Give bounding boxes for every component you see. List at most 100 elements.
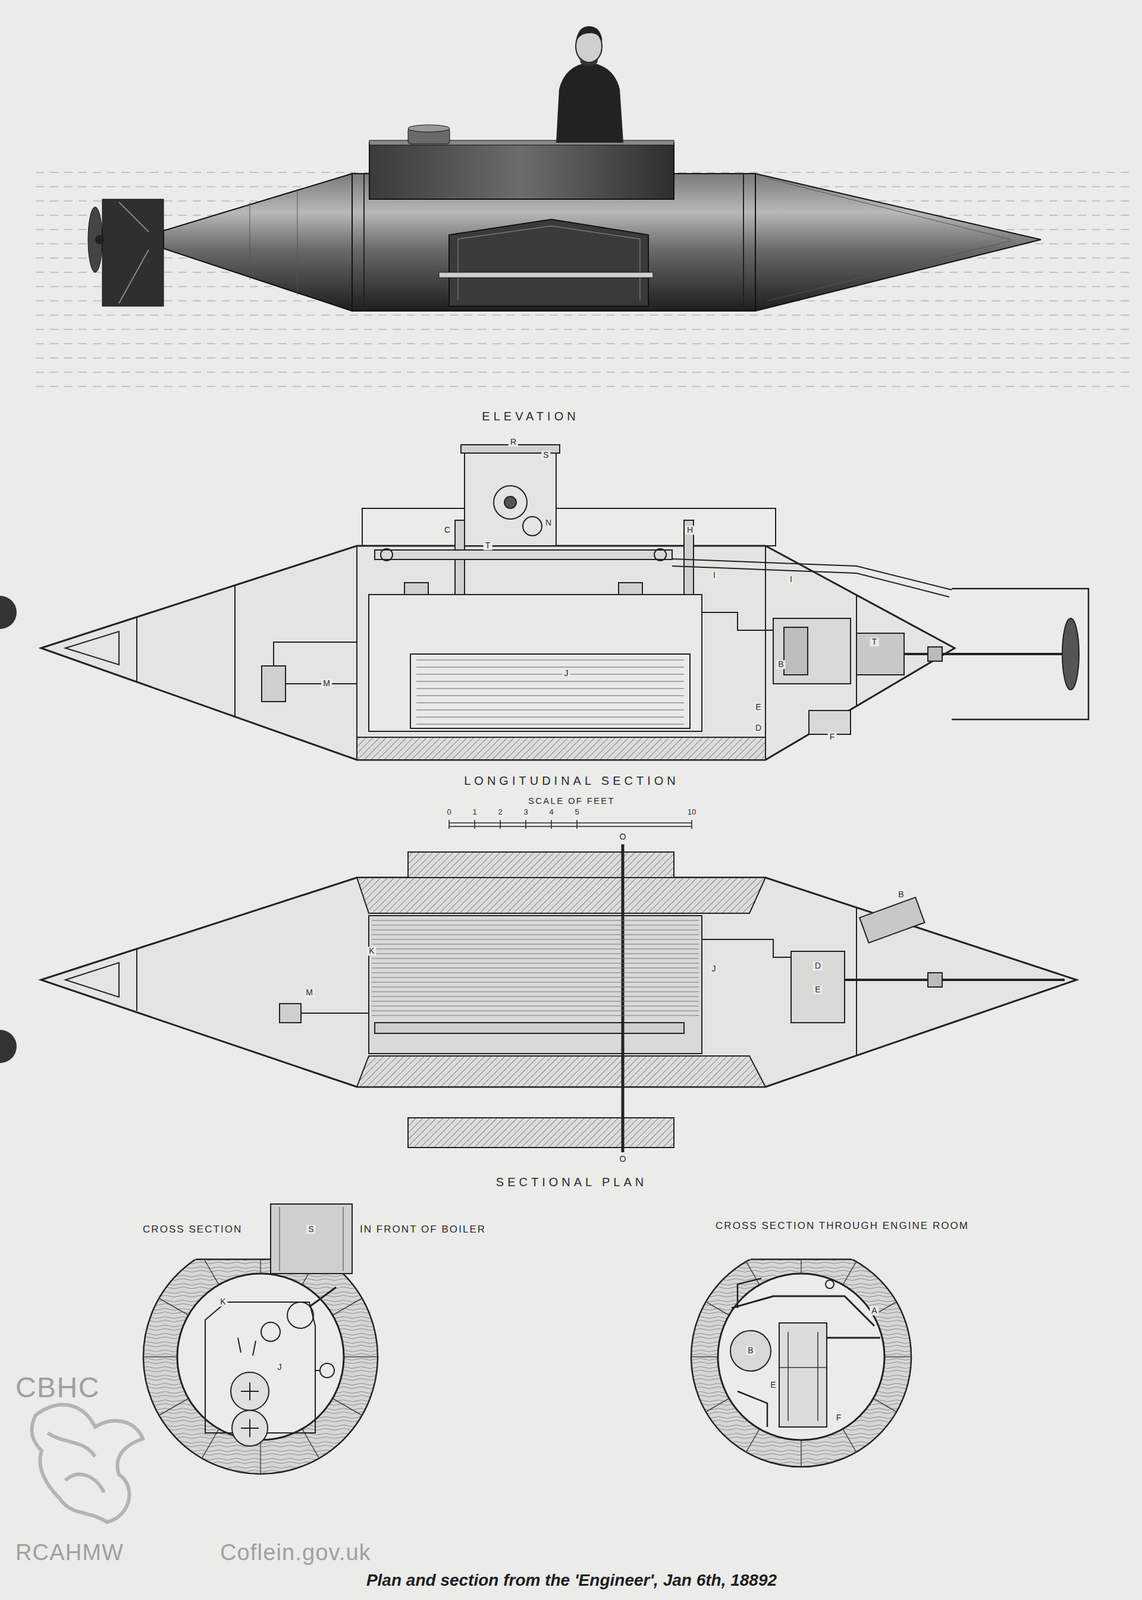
sectional-plan bbox=[701, 939, 792, 958]
cross-section-engine bbox=[731, 1296, 881, 1339]
callout-letter: D bbox=[753, 723, 764, 733]
sectional-plan bbox=[65, 962, 119, 998]
cross-section-boiler bbox=[158, 1398, 188, 1417]
elevation-hull bbox=[457, 226, 640, 301]
water-line bbox=[35, 358, 1131, 359]
sectional-plan bbox=[41, 877, 1077, 1088]
elevation-hull bbox=[249, 189, 298, 296]
longitudinal-section bbox=[1062, 618, 1079, 690]
elevation-hull bbox=[755, 173, 1041, 312]
cross-section-boiler bbox=[158, 1299, 188, 1317]
boiler-tube bbox=[371, 968, 699, 969]
sectional-plan bbox=[859, 897, 925, 943]
boiler-tube bbox=[410, 654, 690, 729]
longitudinal-section bbox=[672, 559, 952, 591]
callout-letter: E bbox=[768, 1381, 778, 1391]
boiler-tube bbox=[371, 935, 699, 936]
sectional-plan bbox=[927, 973, 943, 988]
longitudinal-section bbox=[261, 666, 286, 702]
callout-letter: O bbox=[617, 1155, 629, 1165]
watermark: RCAHMW bbox=[15, 1541, 124, 1567]
cross-section-boiler bbox=[343, 1356, 378, 1358]
cross-section-engine bbox=[842, 1262, 857, 1286]
boiler-tube bbox=[371, 992, 699, 993]
boiler-tube bbox=[371, 963, 699, 965]
boiler-tube bbox=[371, 949, 699, 950]
cross-section-boiler bbox=[319, 1363, 335, 1379]
scale-bar bbox=[576, 820, 578, 830]
sectional-plan bbox=[356, 877, 766, 914]
man-figure bbox=[575, 26, 603, 42]
section-title: SECTIONAL PLAN bbox=[493, 1175, 650, 1190]
section-title: IN FRONT OF BOILER bbox=[358, 1224, 488, 1236]
longitudinal-section bbox=[362, 508, 776, 547]
boiler-tube bbox=[416, 716, 685, 718]
callout-letter: F bbox=[827, 732, 837, 742]
boiler-tube bbox=[371, 954, 699, 955]
callout-letter: E bbox=[753, 703, 763, 712]
cross-section-boiler bbox=[270, 1204, 353, 1275]
scale-number: 1 bbox=[471, 808, 478, 817]
scale-bar bbox=[449, 820, 692, 830]
longitudinal-section bbox=[273, 642, 357, 685]
cross-section-boiler bbox=[143, 1356, 178, 1358]
elevation-hull bbox=[369, 142, 674, 200]
boiler-tube bbox=[410, 654, 690, 729]
punch-hole bbox=[0, 595, 17, 630]
scale-bar bbox=[691, 820, 693, 830]
longitudinal-section bbox=[493, 485, 527, 520]
callout-letter: M bbox=[303, 988, 315, 998]
cross-section-engine bbox=[746, 1429, 761, 1453]
boiler-tube bbox=[416, 702, 685, 704]
scale-bar bbox=[448, 820, 450, 830]
cross-section-engine bbox=[842, 1429, 857, 1453]
cross-section-boiler bbox=[143, 1259, 378, 1475]
cross-section-boiler bbox=[202, 1259, 220, 1286]
elevation-hull bbox=[163, 173, 353, 312]
sectional-plan bbox=[408, 1118, 674, 1148]
punch-hole bbox=[0, 1030, 17, 1064]
longitudinal-section bbox=[808, 710, 851, 735]
boiler-tube bbox=[371, 973, 699, 974]
longitudinal-section bbox=[672, 566, 950, 598]
boiler-tube bbox=[416, 673, 685, 675]
callout-letter: D bbox=[813, 961, 823, 971]
callout-letter: K bbox=[218, 1297, 228, 1307]
sectional-plan bbox=[136, 949, 138, 1012]
boiler-tube bbox=[371, 982, 699, 984]
sectional-plan bbox=[621, 844, 625, 1153]
scale-bar bbox=[474, 820, 476, 830]
callout-letter: B bbox=[896, 890, 906, 900]
callout-letter: I bbox=[788, 575, 795, 585]
cross-section-engine bbox=[706, 1398, 730, 1413]
callout-letter: H bbox=[685, 525, 695, 535]
boiler-tube bbox=[416, 688, 685, 689]
cross-section-boiler bbox=[240, 1382, 259, 1438]
cross-section-engine bbox=[737, 1278, 768, 1428]
scale-number: 5 bbox=[573, 808, 580, 817]
boiler-tube bbox=[371, 996, 699, 998]
section-title: CROSS SECTION bbox=[140, 1224, 244, 1236]
boiler-tube bbox=[371, 1001, 699, 1003]
callout-letter: S bbox=[306, 1225, 316, 1235]
longitudinal-section bbox=[856, 633, 905, 676]
cross-section-engine bbox=[779, 1323, 827, 1428]
cross-section-engine bbox=[779, 1332, 827, 1422]
longitudinal-section bbox=[234, 585, 236, 717]
cross-section-boiler bbox=[143, 1259, 378, 1475]
longitudinal-section bbox=[464, 452, 557, 547]
boiler-tube bbox=[371, 958, 699, 960]
water-line bbox=[35, 315, 1131, 316]
man-figure bbox=[579, 57, 599, 67]
callout-letter: A bbox=[869, 1306, 879, 1316]
longitudinal-section bbox=[773, 618, 851, 685]
water-line bbox=[35, 372, 1131, 373]
cross-section-boiler bbox=[259, 1259, 262, 1275]
boiler-tube bbox=[416, 666, 685, 668]
elevation-hull bbox=[449, 219, 649, 307]
boiler-tube bbox=[371, 920, 699, 1016]
boiler-tube bbox=[416, 659, 685, 661]
longitudinal-section bbox=[41, 546, 955, 761]
longitudinal-section bbox=[380, 548, 393, 561]
sectional-plan bbox=[855, 908, 858, 1056]
